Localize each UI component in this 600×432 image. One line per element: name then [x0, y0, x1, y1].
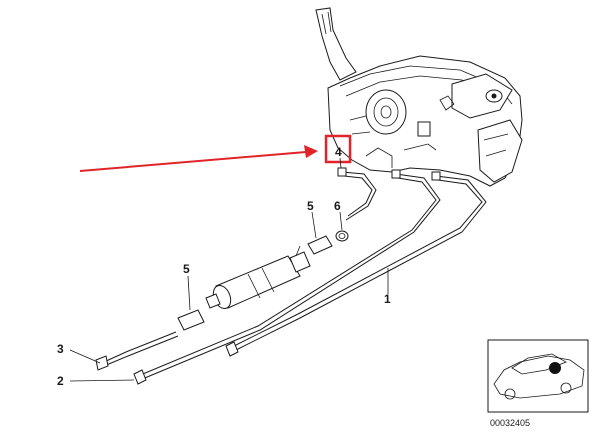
callout-3: 3 — [57, 342, 64, 356]
highlight-box — [324, 134, 352, 164]
car-icon — [493, 353, 585, 400]
car-location-inset: 00032405 — [487, 339, 589, 428]
location-marker — [549, 362, 561, 374]
callout-5-lower: 5 — [183, 262, 190, 276]
red-arrow-pointer — [79, 151, 307, 172]
callout-6: 6 — [334, 199, 341, 213]
callout-1: 1 — [384, 292, 391, 306]
fittings — [95, 167, 441, 385]
callout-labels: 4 5 6 5 1 3 2 — [57, 145, 391, 388]
fuel-lines — [103, 171, 487, 381]
callout-5-upper: 5 — [307, 199, 314, 213]
callout-2: 2 — [57, 374, 64, 388]
callout-4: 4 — [335, 145, 342, 159]
fuel-filter — [205, 245, 311, 310]
part-number: 00032405 — [490, 418, 530, 428]
leader-lines — [69, 157, 389, 382]
highlight-annotation — [79, 134, 352, 172]
fuel-tank — [315, 7, 523, 187]
red-arrow-head — [304, 145, 318, 158]
